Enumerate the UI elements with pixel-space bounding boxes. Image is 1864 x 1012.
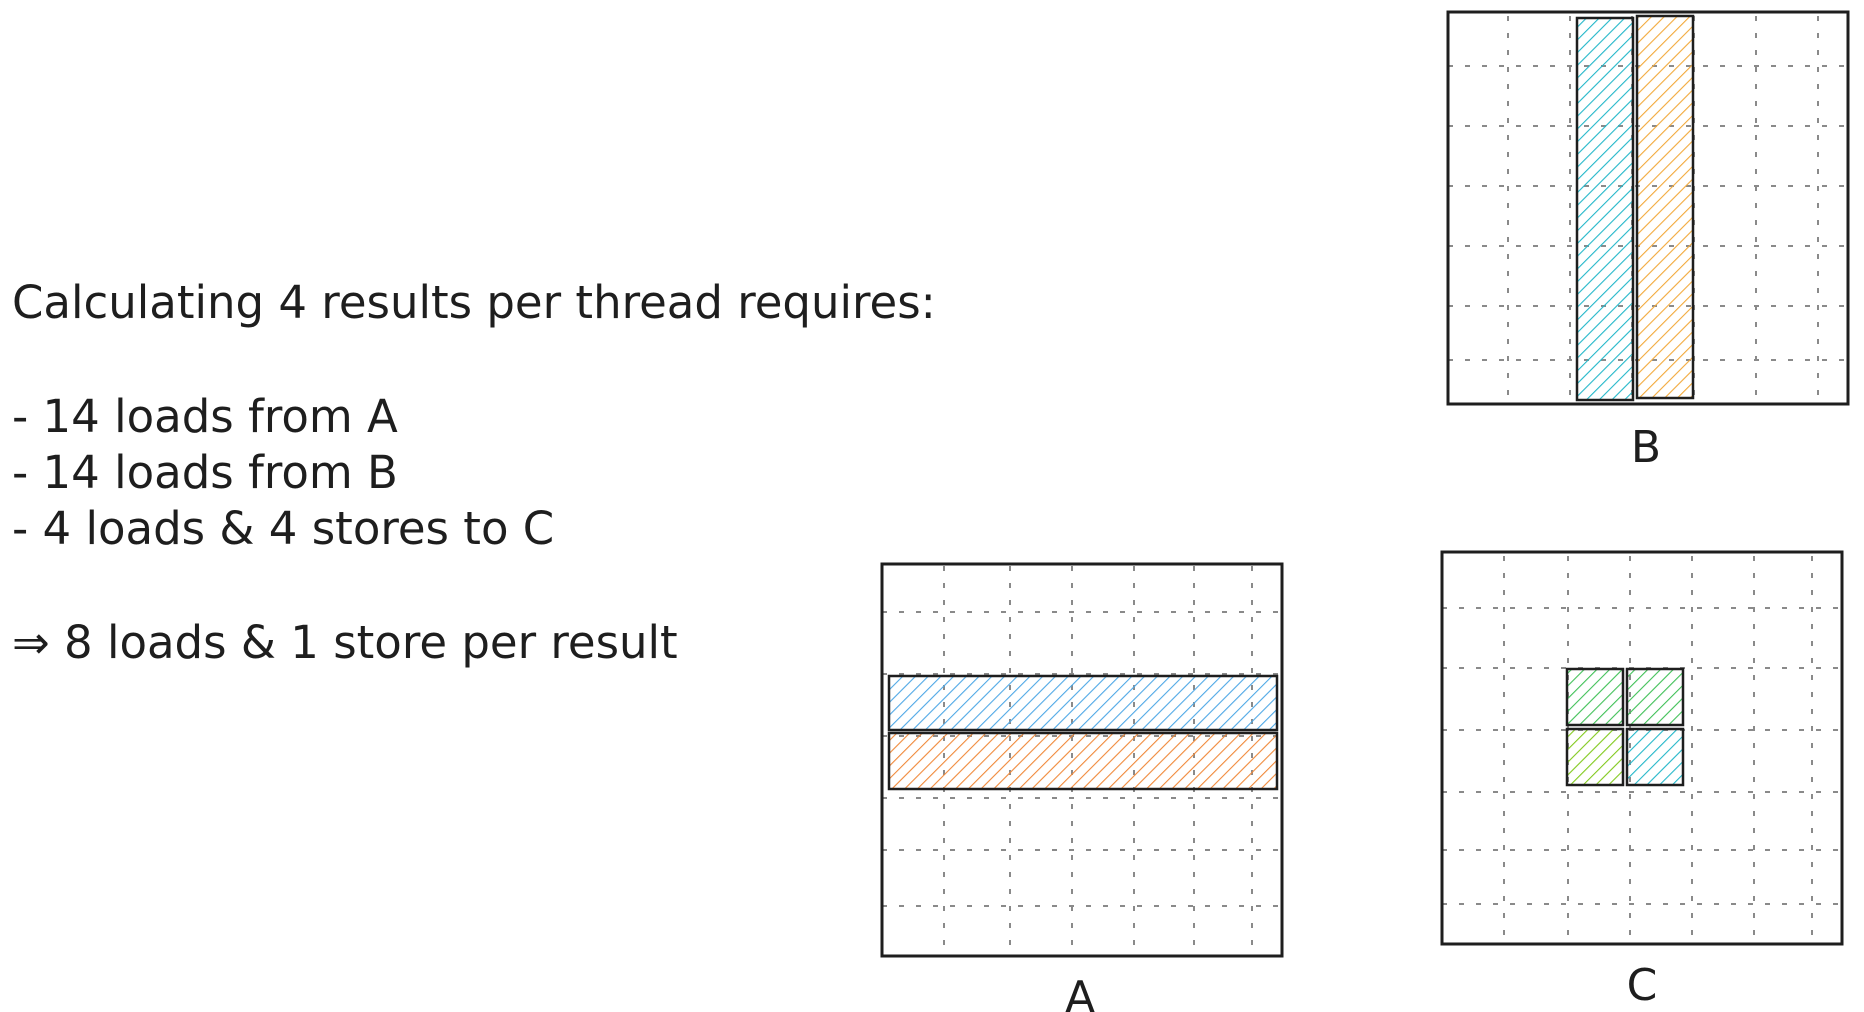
bullet-loads-b: - 14 loads from B (12, 446, 398, 499)
heading-text: Calculating 4 results per thread require… (12, 276, 936, 329)
matrix-c-frame (1440, 550, 1844, 946)
matrix-c-label: C (1627, 960, 1658, 1011)
matrix-c-cell-top-right (1625, 667, 1685, 727)
matrix-a: A (880, 562, 1284, 1012)
bullet-loads-stores-c: - 4 loads & 4 stores to C (12, 502, 554, 555)
matrix-a-label: A (1065, 972, 1095, 1012)
matrix-b-label: B (1631, 422, 1661, 473)
matrix-b-frame (1446, 10, 1850, 406)
matrix-c-cell-bottom-left (1565, 727, 1625, 787)
matrix-a-row-orange (887, 731, 1279, 791)
conclusion-text: ⇒ 8 loads & 1 store per result (12, 616, 678, 669)
matrix-a-frame (880, 562, 1284, 958)
bullet-loads-a: - 14 loads from A (12, 390, 398, 443)
matrix-c-cell-bottom-right (1625, 727, 1685, 787)
explanation-text: Calculating 4 results per thread require… (12, 276, 936, 669)
matrix-b-column-amber (1635, 14, 1695, 400)
matrix-a-row-blue (887, 674, 1279, 732)
matrix-c: C (1440, 550, 1844, 1011)
matrix-b-column-cyan (1575, 16, 1635, 402)
matrix-c-cell-top-left (1565, 667, 1625, 727)
matrix-b: B (1446, 10, 1850, 473)
